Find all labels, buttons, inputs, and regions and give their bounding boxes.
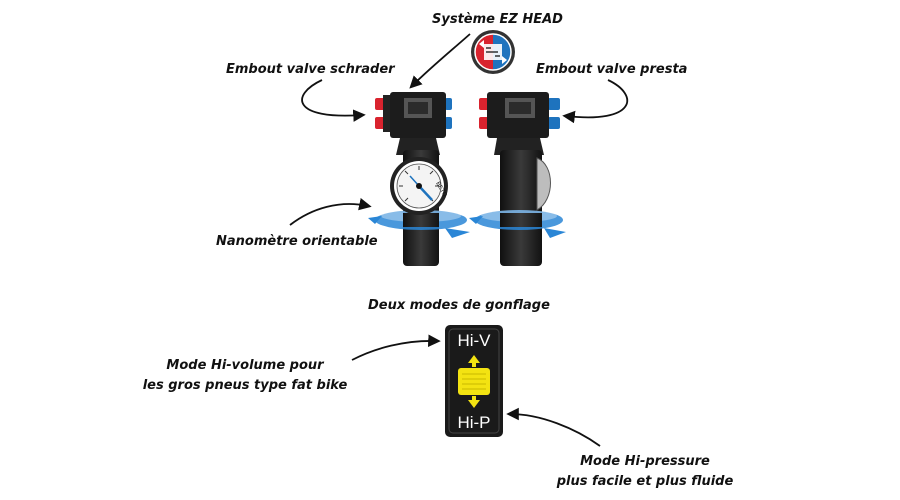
pump-left: BETO xyxy=(368,92,470,266)
ez-head-icon xyxy=(471,30,515,74)
hi-volume-arrow xyxy=(351,334,441,361)
hi-pressure-label: Mode Hi-pressure plus facile et plus flu… xyxy=(545,452,745,492)
hi-pressure-line1: Mode Hi-pressure xyxy=(580,454,710,469)
hi-pressure-arrow xyxy=(506,407,601,447)
presta-arrow xyxy=(562,79,628,124)
gauge-label: Nanomètre orientable xyxy=(216,234,378,249)
ez-head-arrow xyxy=(409,33,471,89)
pump-right xyxy=(469,92,566,266)
arrow-up-icon xyxy=(468,355,480,367)
schrader-arrow xyxy=(301,79,366,122)
ez-head-label: Système EZ HEAD xyxy=(432,12,563,27)
modes-title: Deux modes de gonflage xyxy=(368,298,550,313)
hi-volume-line2: les gros pneus type fat bike xyxy=(142,378,348,393)
presta-label: Embout valve presta xyxy=(536,62,688,77)
hi-volume-label: Mode Hi-volume pour les gros pneus type … xyxy=(140,356,350,396)
mode-switch: Hi-V Hi-P xyxy=(445,325,503,437)
switch-label-top: Hi-V xyxy=(457,331,491,350)
arrow-down-icon xyxy=(468,396,480,408)
hi-volume-line1: Mode Hi-volume pour xyxy=(166,358,324,373)
slider-knob xyxy=(458,368,490,395)
schrader-label: Embout valve schrader xyxy=(226,62,395,77)
switch-label-bottom: Hi-P xyxy=(457,413,490,432)
gauge-arrow xyxy=(289,197,372,226)
hi-pressure-line2: plus facile et plus fluide xyxy=(556,474,734,489)
